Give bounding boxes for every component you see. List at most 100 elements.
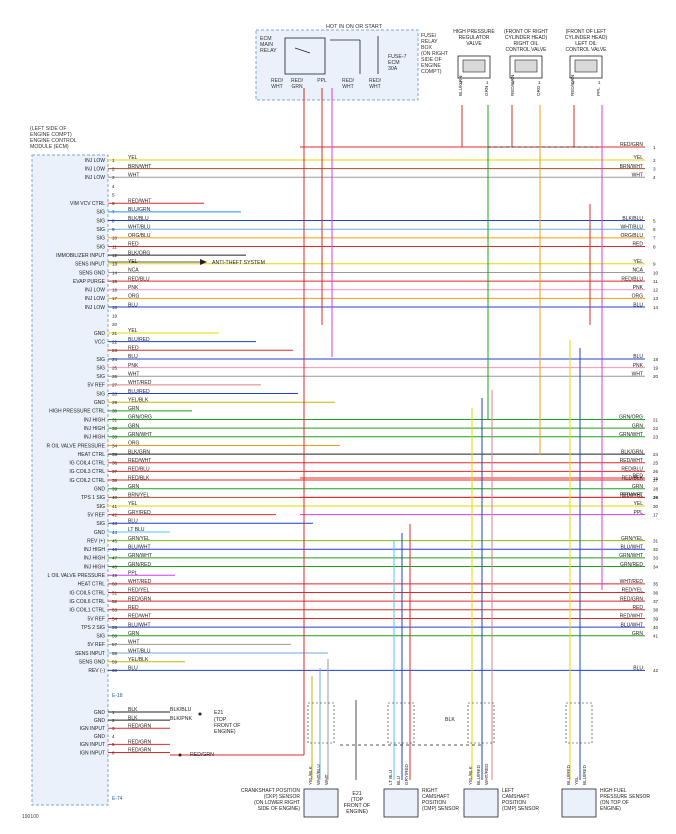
- ecm-pin-signal: HEAT CTRL: [78, 582, 106, 588]
- right-wire-color: RED: [632, 473, 643, 479]
- ecm-pin-number: 8: [112, 218, 115, 223]
- sensor-title: ENGINE): [600, 806, 621, 812]
- ecm-pin-signal: INJ LOW: [85, 175, 106, 181]
- ecm-pin-signal: INJ HIGH: [84, 556, 106, 562]
- ecm-pin-signal: IG COIL6 CTRL: [69, 599, 105, 605]
- ecm-pin-number: 19: [112, 314, 118, 319]
- ecm-pin-number: 23: [112, 348, 118, 353]
- ecm-bottom-pin-signal: IGN INPUT: [80, 726, 105, 732]
- sensor-wire-color: YEL/BLK: [468, 765, 473, 785]
- ecm-pin-number: 51: [112, 590, 118, 595]
- sensor-wire-color: GRY/RED: [404, 763, 409, 785]
- ecm-pin-number: 13: [112, 262, 118, 267]
- fuse-relay-box-label: FUSE/ RELAY BOX (ON RIGHT SIDE OF ENGINE…: [421, 33, 449, 75]
- ecm-pin-number: 52: [112, 599, 118, 604]
- right-wire-number: 14: [653, 305, 659, 310]
- ecm-pin-wire-color: PNK: [128, 285, 139, 291]
- ecm-pin-signal: SIG: [96, 236, 105, 242]
- ecm-pin-signal: TPS 1 SIG: [81, 495, 105, 501]
- ecm-pin-number: 11: [112, 244, 117, 249]
- ecm-pin-signal: L OIL VALVE PRESSURE: [47, 573, 105, 579]
- ecm-pin-number: 42: [112, 512, 118, 517]
- right-wire-color: GRN/RED: [620, 562, 643, 568]
- right-wire-number: 8: [653, 244, 656, 249]
- relay-label: ECM MAIN RELAY: [260, 36, 277, 54]
- right-wire-number: 4: [653, 175, 656, 180]
- svg-text:BOX: BOX: [421, 45, 432, 51]
- right-wire-number: 20: [653, 374, 659, 379]
- ecm-pin-signal: GND: [94, 487, 106, 493]
- relay-switch: [284, 36, 379, 75]
- right-wire-color: BLK/BLU: [622, 216, 643, 222]
- right-wire-color: WHT/BLU: [621, 224, 644, 230]
- ecm-pin-signal: SIG: [96, 521, 105, 527]
- sensor-wire-color: WHT/BLU: [316, 764, 321, 785]
- right-wire-number: 23: [653, 435, 659, 440]
- ecm-pin-number: 4: [112, 184, 115, 189]
- wires-layer: [108, 88, 645, 780]
- sensor-title: SIDE OF ENGINE): [258, 806, 301, 812]
- ecm-pin-number: 50: [112, 582, 118, 587]
- hot-label: HOT IN ON OR START: [326, 24, 383, 30]
- sensor-title: (CMP) SENSOR: [502, 806, 539, 812]
- ecm-bottom-wire-color: RED/GRN: [128, 723, 151, 729]
- ecm-pin-signal: INJ LOW: [85, 296, 106, 302]
- ecm-pin-number: 10: [112, 236, 118, 241]
- relay-wire-labels: RED/ WHT RED/ GRN PPL RED/ WHT RED/ WHT: [271, 78, 382, 90]
- ecm-pin-number: 28: [112, 391, 118, 396]
- ecm-pin-number: 18: [112, 305, 118, 310]
- ecm-pin-wire-color: GRN: [128, 484, 140, 490]
- right-wire-number: 11: [653, 279, 658, 284]
- ecm-bottom-wire-color: RED/GRN: [128, 740, 151, 746]
- ecm-pin-wire-color: GRY/RED: [128, 510, 151, 516]
- top-component-title: LEFT OIL: [575, 41, 597, 47]
- sensor-shield: [307, 702, 335, 744]
- ecm-pin-signal: R OIL VALVE PRESSURE: [46, 443, 105, 449]
- right-wire-number: 37: [653, 599, 659, 604]
- ecm-pin-signal: INJ HIGH: [84, 435, 106, 441]
- right-wire-color: BRN/WHT: [620, 164, 643, 170]
- ecm-pin-number: 29: [112, 400, 118, 405]
- right-wire-number: 26: [653, 469, 659, 474]
- relay-box: [255, 29, 419, 101]
- ecm-bottom-pin-signal: IGN INPUT: [80, 750, 105, 756]
- ecm-pin-number: 57: [112, 642, 118, 647]
- ecm-pin-number: 15: [112, 279, 118, 284]
- sensor-wire-color: BLU: [396, 776, 401, 785]
- top-component-pin: 2: [572, 80, 575, 85]
- right-wire-number: 31: [653, 538, 659, 543]
- sensor-title: HIGH FUEL: [600, 788, 627, 794]
- ecm-pin-signal: 5V REF: [87, 642, 105, 648]
- top-component-pin: 1: [486, 80, 489, 85]
- svg-text:WHT: WHT: [342, 84, 353, 90]
- ecm-pin-wire-color: BLU/RED: [128, 389, 150, 395]
- svg-text:RED/: RED/: [291, 78, 304, 84]
- ecm-pin-number: 59: [112, 660, 118, 665]
- ecm-pin-wire-color: NCA: [128, 268, 139, 274]
- ecm-pin-signal: INJ HIGH: [84, 426, 106, 432]
- ecm-pin-wire-color: YEL: [128, 501, 138, 507]
- ecm-pin-signal: TPS 2 SIG: [81, 625, 105, 631]
- ecm-box: [31, 154, 109, 806]
- ecm-pin-number: 37: [112, 469, 118, 474]
- right-wire-number: 2: [653, 158, 656, 163]
- sensor-wire-color: BLU/RED: [582, 764, 587, 785]
- ecm-pin-signal: INJ LOW: [85, 158, 106, 164]
- sensor-wire-color: YEL/BLK: [308, 765, 313, 785]
- ecm-bottom-pin-signal: IGN INPUT: [80, 742, 105, 748]
- top-component-title: (FRONT OF RIGHT: [504, 29, 548, 35]
- arrow-icon: [200, 259, 207, 265]
- sensor-title: (ON LOWER RIGHT: [254, 800, 300, 806]
- ecm-pin-wire-color: RED/WHT: [128, 614, 151, 620]
- right-wire-color: BLU: [633, 302, 643, 308]
- ecm-pin-signal: REV (-): [88, 668, 105, 674]
- right-wire-number: 42: [653, 668, 659, 673]
- ecm-pin-wire-color: GRN: [128, 631, 140, 637]
- ecm-pin-wire-color: WHT: [128, 371, 139, 377]
- right-wire-color: GRN/YEL: [621, 536, 643, 542]
- top-component-title: CONTROL VALVE: [565, 47, 607, 53]
- ecm-pin-number: 55: [112, 625, 118, 630]
- ecm-bottom-pin-signal: GND: [94, 718, 106, 724]
- ecm-pin-wire-color: BLK/ORG: [128, 250, 150, 256]
- right-wire-number: 10: [653, 270, 659, 275]
